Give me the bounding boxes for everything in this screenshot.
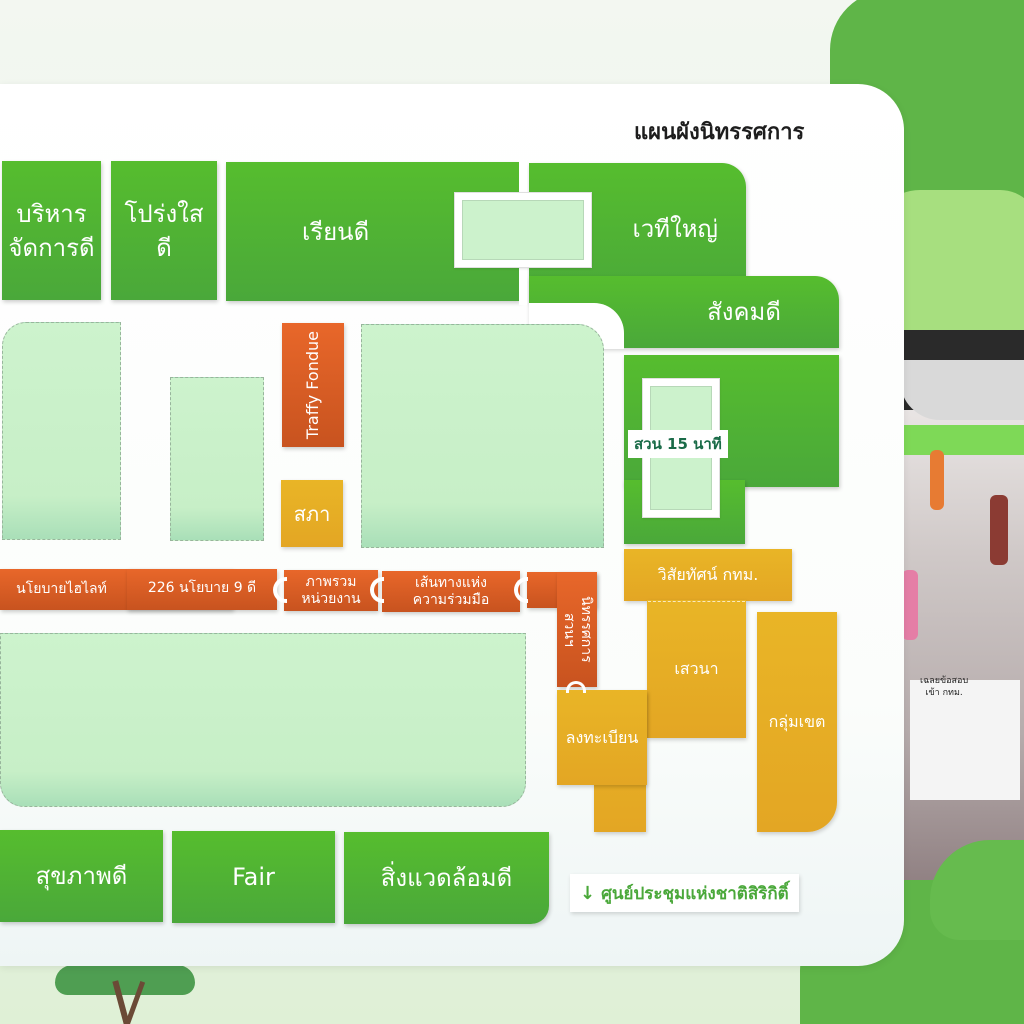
zone-fair[interactable]: Fair (172, 831, 335, 923)
zone-label: เสวนา (674, 659, 719, 678)
event-scene-illustration: เฉลยข้อสอบ เข้า กทม. (900, 330, 1024, 900)
zone-environment[interactable]: สิ่งแวดล้อมดี (344, 832, 549, 924)
zone-label: Fair (232, 863, 275, 891)
zone-label: เรียนดี (302, 217, 370, 246)
path-connector (514, 577, 528, 603)
zone-label: นโยบายไฮไลท์ (16, 581, 107, 597)
zone-label: ภาพรวม หน่วยงาน (301, 573, 361, 607)
path-connector (370, 577, 384, 603)
open-area[interactable] (170, 377, 264, 541)
zone-label: สังคมดี (707, 298, 781, 326)
zone-label: สิ่งแวดล้อมดี (380, 864, 513, 892)
zone-label: สุขภาพดี (35, 862, 128, 890)
zone-health[interactable]: สุขภาพดี (0, 830, 163, 922)
venue-direction-label[interactable]: ↓ ศูนย์ประชุมแห่งชาติสิริกิติ์ (570, 874, 799, 912)
tree-crown (55, 965, 195, 995)
zone-transparency[interactable]: โปร่งใส ดี (111, 161, 217, 300)
zone-park-exhibition[interactable]: นิทรรศการ สวนฯ (557, 572, 597, 687)
arrow-down-icon: ↓ (580, 882, 596, 904)
zone-label: บริหาร จัดการดี (8, 199, 95, 262)
green-strip (900, 425, 1024, 455)
person-figure (930, 450, 944, 510)
zone-district-group[interactable]: กลุ่มเขต (757, 612, 837, 832)
path-connector (566, 681, 586, 693)
zone-label: นิทรรศการ สวนฯ (561, 596, 594, 663)
zone-divider (648, 601, 745, 602)
zone-label: เส้นทางแห่ง ความร่วมมือ (412, 574, 490, 608)
booth-sign: เฉลยข้อสอบ เข้า กทม. (920, 676, 969, 698)
zone-label: สภา (293, 501, 331, 526)
open-area[interactable] (0, 633, 526, 807)
page-title: แผนผังนิทรรศการ (634, 120, 805, 145)
garden-label: สวน 15 นาที (628, 430, 728, 458)
zone-label: Traffy Fondue (303, 330, 322, 440)
open-area[interactable] (361, 324, 604, 548)
zone-council[interactable]: สภา (281, 480, 343, 547)
zone-agency-overview[interactable]: ภาพรวม หน่วยงาน (284, 570, 378, 611)
path-connector (273, 577, 287, 603)
zone-registration[interactable]: ลงทะเบียน (557, 690, 647, 785)
zone-traffy-fondue[interactable]: Traffy Fondue (282, 323, 344, 447)
zone-seminar[interactable]: เสวนา (647, 600, 746, 738)
zone-management[interactable]: บริหาร จัดการดี (2, 161, 101, 300)
zone-collaboration-path[interactable]: เส้นทางแห่ง ความร่วมมือ (382, 571, 520, 612)
zone-bma-vision[interactable]: วิสัยทัศน์ กทม. (624, 549, 792, 601)
open-area[interactable] (2, 322, 121, 540)
zone-label: วิสัยทัศน์ กทม. (657, 565, 759, 584)
zone-label: กลุ่มเขต (768, 712, 826, 731)
booth (910, 680, 1020, 800)
plaza-area[interactable] (462, 200, 584, 260)
zone-226-policies-label: 226 นโยบาย 9 ดี (147, 580, 257, 596)
zone-label: เวทีใหญ่ (632, 215, 719, 243)
person-figure (902, 570, 918, 640)
venue-name: ศูนย์ประชุมแห่งชาติสิริกิติ์ (601, 883, 789, 904)
zone-226-policies-bg (127, 569, 277, 610)
zone-label: โปร่งใส ดี (124, 199, 204, 262)
person-figure (990, 495, 1008, 565)
zone-label: ลงทะเบียน (565, 727, 639, 747)
canopy-roof (900, 360, 1024, 420)
tree-illustration (50, 960, 200, 1024)
